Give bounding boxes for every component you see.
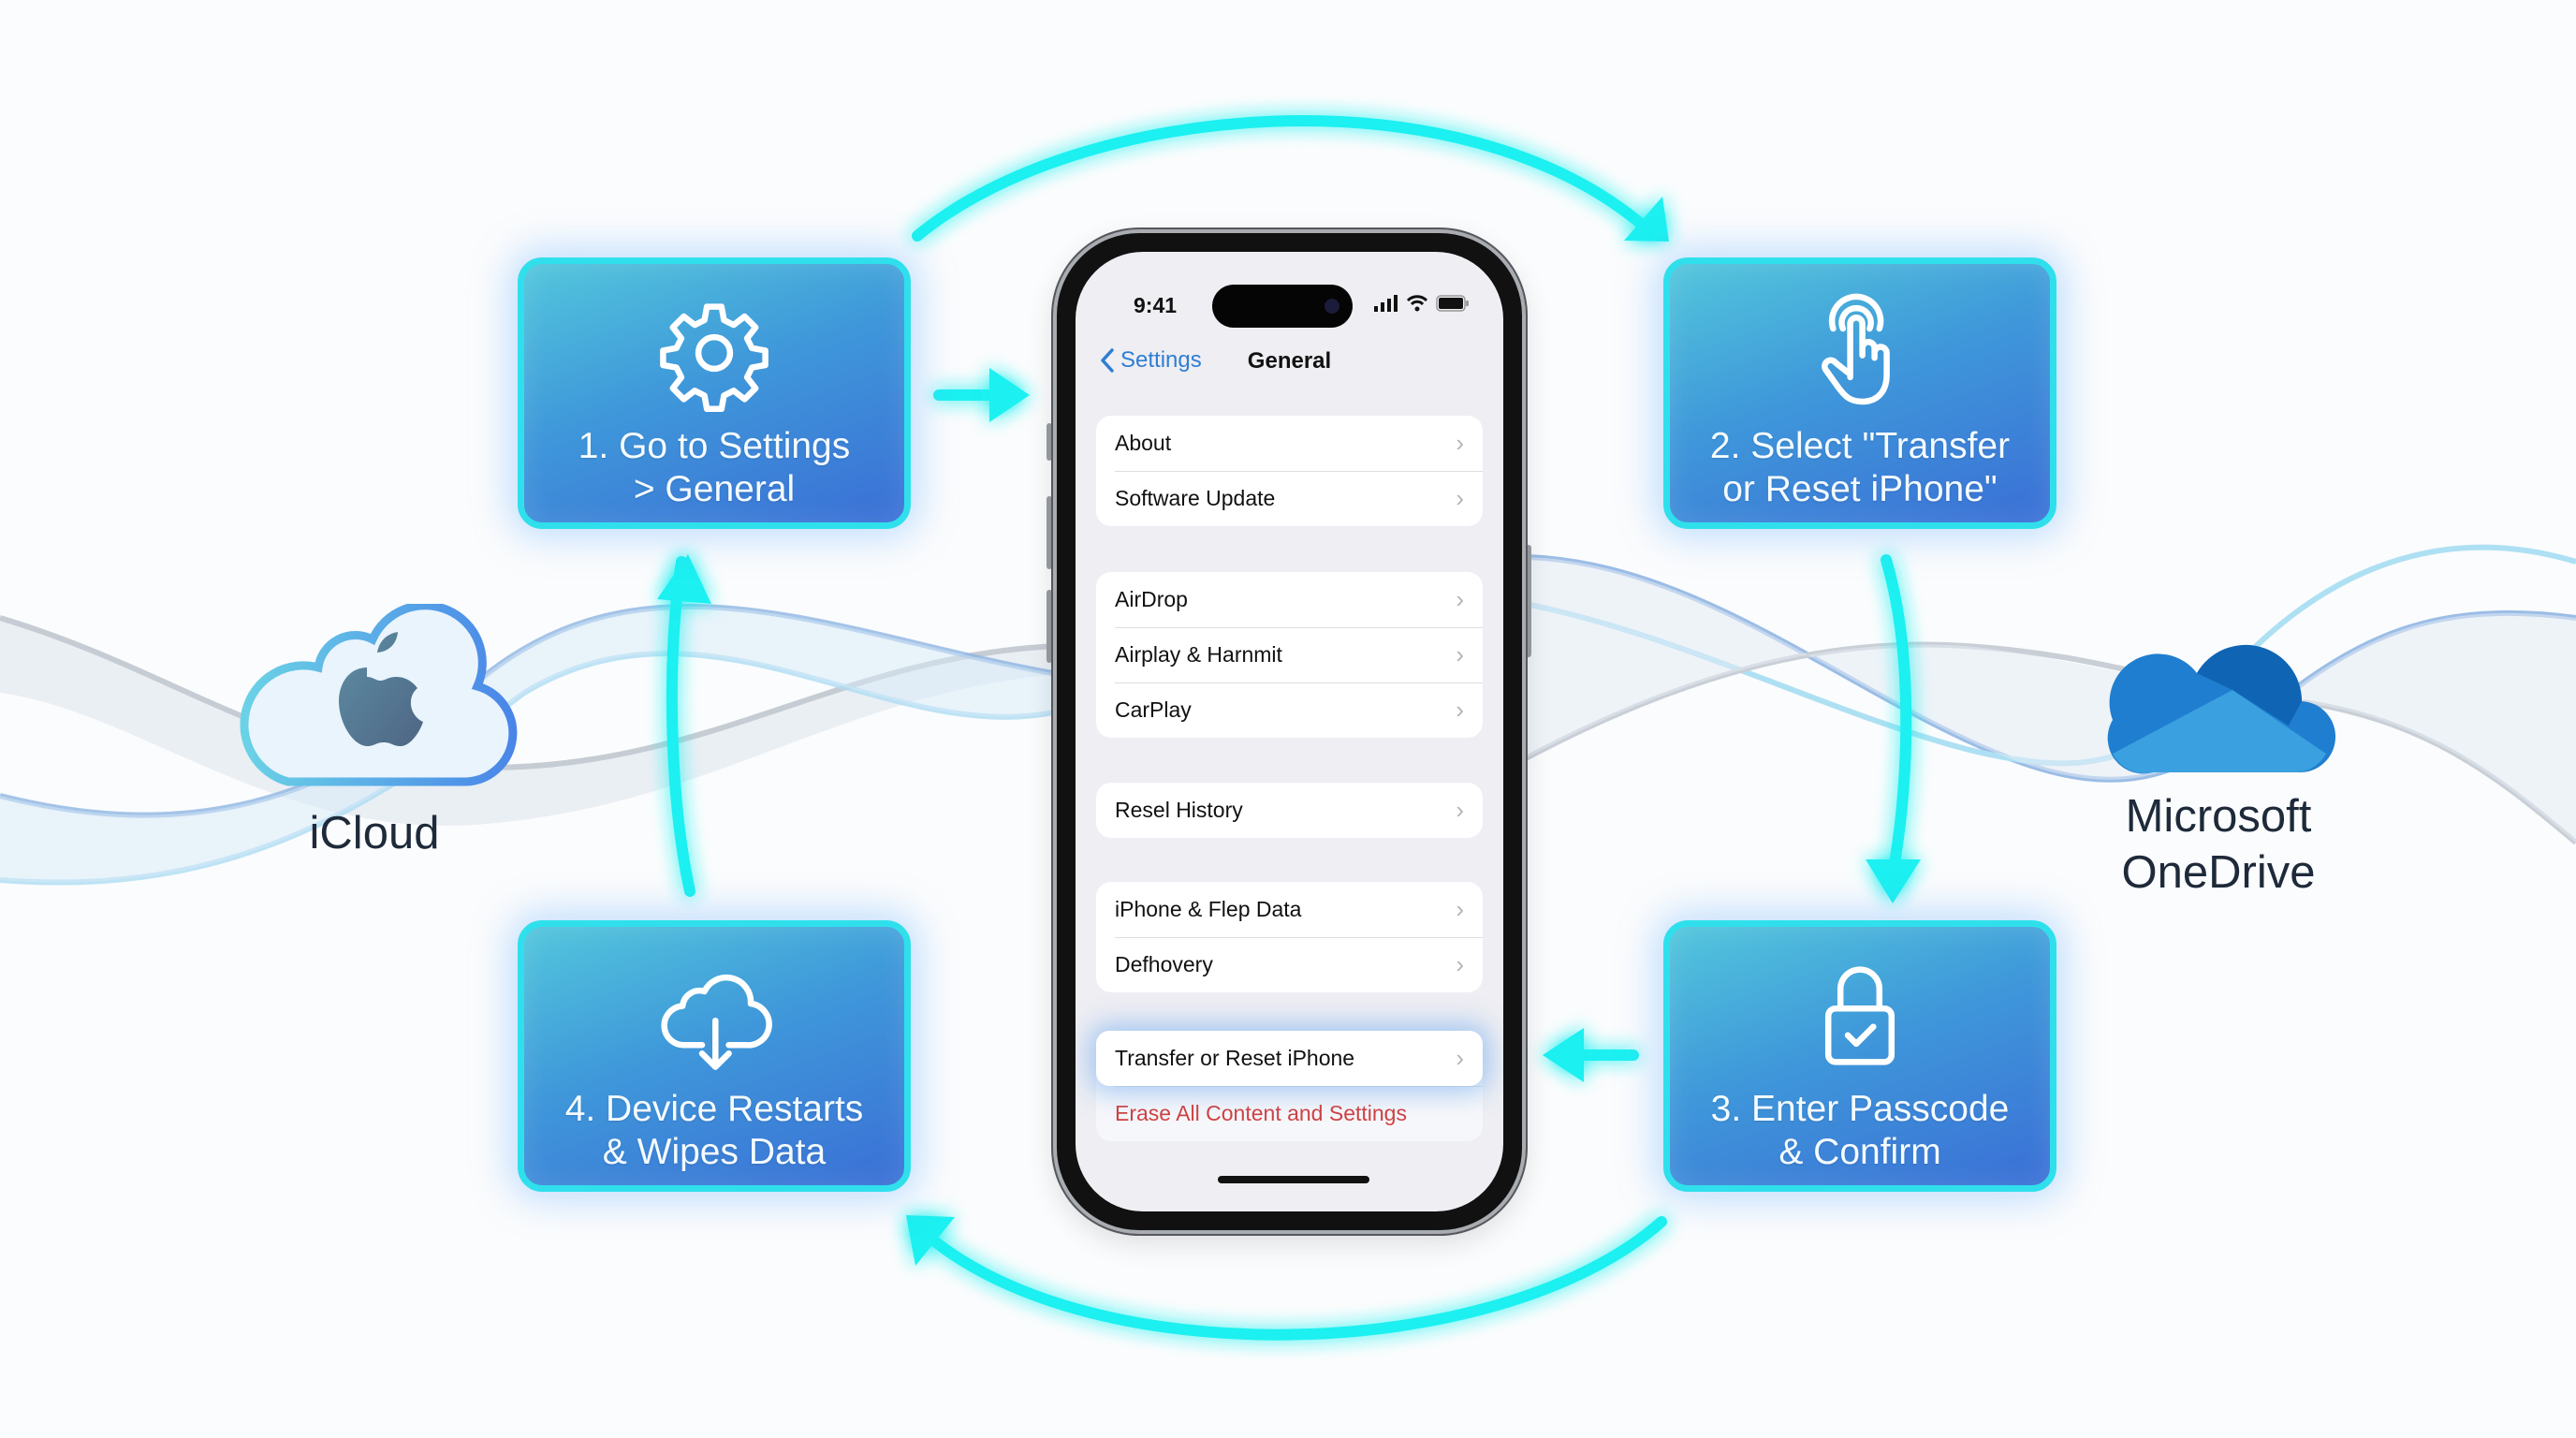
arrow-step2-to-step3 — [1881, 554, 1912, 890]
row-carplay[interactable]: CarPlay› — [1096, 682, 1483, 738]
status-icons — [1374, 295, 1470, 312]
chevron-right-icon: › — [1456, 429, 1464, 457]
step-3-label: 3. Enter Passcode & Confirm — [1711, 1088, 2010, 1174]
onedrive-label-line2: OneDrive — [2121, 847, 2316, 898]
chevron-right-icon: › — [1456, 950, 1464, 978]
step-card-4: 4. Device Restarts & Wipes Data — [518, 920, 911, 1192]
arc-step3-to-step4 — [912, 1216, 1667, 1341]
step-1-line2: > General — [633, 469, 796, 509]
phone-screen: 9:41 Settings General About› Software Up… — [1076, 252, 1503, 1211]
dynamic-island — [1212, 285, 1353, 328]
settings-group-2: AirDrop› Airplay & Harnmit› CarPlay› — [1096, 572, 1483, 738]
row-resel-history[interactable]: Resel History› — [1115, 796, 1464, 824]
row-transfer-or-reset[interactable]: Transfer or Reset iPhone› — [1096, 1031, 1483, 1086]
back-label: Settings — [1120, 347, 1202, 373]
arrow-step4-to-step1 — [666, 556, 695, 897]
row-airdrop[interactable]: AirDrop› — [1115, 585, 1464, 613]
action-button[interactable] — [1046, 423, 1052, 461]
back-button[interactable]: Settings — [1100, 347, 1202, 374]
step-2-line2: or Reset iPhone" — [1722, 469, 1998, 509]
step-2-label: 2. Select "Transfer or Reset iPhone" — [1710, 425, 2010, 511]
step-card-2: 2. Select "Transfer or Reset iPhone" — [1663, 257, 2056, 529]
signal-icon — [1374, 295, 1398, 312]
home-indicator[interactable] — [1218, 1176, 1369, 1183]
wifi-icon — [1406, 295, 1428, 312]
icloud-apple-icon — [240, 604, 518, 786]
step-card-3: 3. Enter Passcode & Confirm — [1663, 920, 2056, 1192]
chevron-left-icon — [1101, 348, 1114, 373]
step-3-line1: 3. Enter Passcode — [1710, 1089, 2010, 1129]
row-about[interactable]: About› — [1115, 429, 1464, 457]
onedrive-label-line1: Microsoft — [2125, 791, 2312, 842]
iphone-mockup: 9:41 Settings General About› Software Up… — [1053, 229, 1526, 1234]
step-4-line1: 4. Device Restarts — [564, 1089, 864, 1129]
chevron-right-icon: › — [1456, 585, 1464, 613]
volume-down-button[interactable] — [1046, 590, 1052, 663]
front-camera — [1325, 299, 1339, 314]
row-erase-all[interactable]: Erase All Content and Settings — [1096, 1086, 1483, 1141]
step-card-1: 1. Go to Settings > General — [518, 257, 911, 529]
row-defhovery[interactable]: Defhovery› — [1096, 937, 1483, 992]
row-software-update[interactable]: Software Update› — [1096, 471, 1483, 526]
chevron-right-icon: › — [1456, 640, 1464, 668]
icloud-label: iCloud — [309, 808, 440, 858]
onedrive-cloud-icon — [2107, 644, 2335, 774]
battery-icon — [1436, 295, 1469, 312]
volume-up-button[interactable] — [1046, 496, 1052, 569]
step-3-line2: & Confirm — [1778, 1132, 1941, 1172]
settings-group-5: Transfer or Reset iPhone› Erase All Cont… — [1096, 1031, 1483, 1141]
row-iphone-data[interactable]: iPhone & Flep Data› — [1115, 895, 1464, 923]
nav-title: General — [1247, 348, 1332, 374]
step-1-line1: 1. Go to Settings — [578, 426, 851, 466]
row-airplay[interactable]: Airplay & Harnmit› — [1096, 627, 1483, 682]
arc-step1-to-step2 — [912, 114, 1653, 242]
settings-group-1: About› Software Update› — [1096, 416, 1483, 526]
tap-hand-icon — [1822, 293, 1890, 405]
chevron-right-icon: › — [1456, 696, 1464, 724]
power-button[interactable] — [1526, 545, 1531, 657]
step-1-label: 1. Go to Settings > General — [578, 425, 851, 511]
step-4-label: 4. Device Restarts & Wipes Data — [565, 1088, 864, 1174]
lock-check-icon — [1824, 966, 1895, 1065]
status-time: 9:41 — [1134, 293, 1178, 317]
chevron-right-icon: › — [1456, 1044, 1464, 1072]
settings-group-3: Resel History› — [1096, 783, 1483, 838]
step-2-line1: 2. Select "Transfer — [1709, 426, 2011, 466]
gear-icon — [660, 303, 768, 413]
cloud-download-icon — [661, 974, 772, 1070]
chevron-right-icon: › — [1456, 796, 1464, 824]
chevron-right-icon: › — [1456, 895, 1464, 923]
step-4-line2: & Wipes Data — [602, 1132, 827, 1172]
settings-group-4: iPhone & Flep Data› Defhovery› — [1096, 882, 1483, 992]
onedrive-label: Microsoft OneDrive — [2059, 788, 2378, 901]
chevron-right-icon: › — [1456, 484, 1464, 512]
